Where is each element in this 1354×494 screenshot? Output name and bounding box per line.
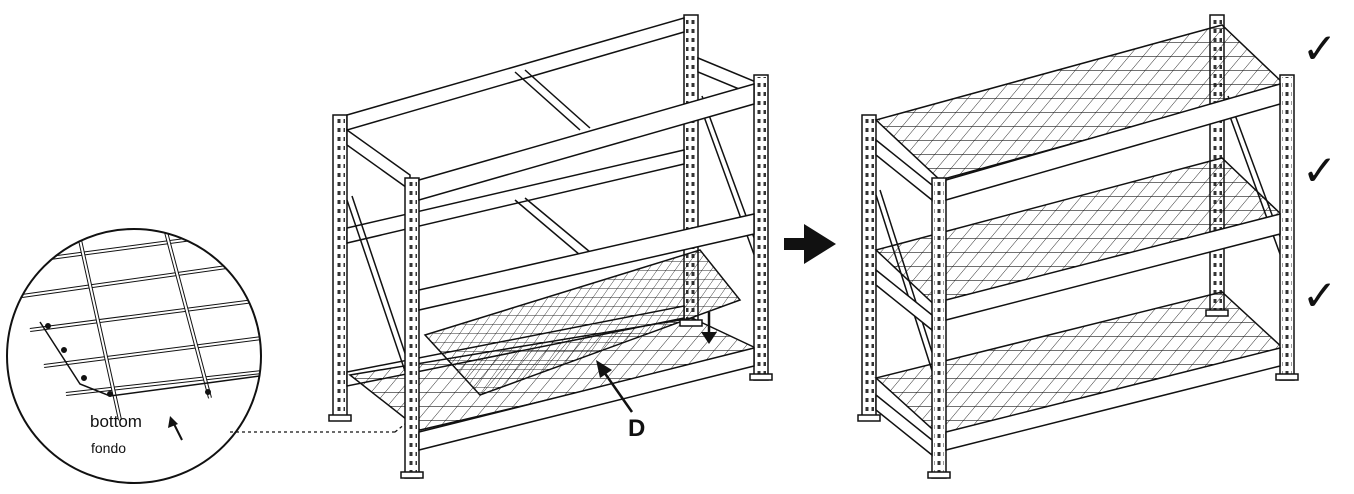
arrow-right-icon <box>784 224 836 264</box>
label-part-d: D <box>628 415 646 442</box>
check-mark-icon: ✓ <box>1302 24 1338 73</box>
pointer-arrow-icon <box>168 416 183 441</box>
check-mark-icon: ✓ <box>1302 146 1338 195</box>
rack-right <box>857 14 1299 479</box>
label-bottom: bottom <box>90 412 142 431</box>
down-arrow-icon <box>701 312 717 344</box>
label-fondo: fondo <box>91 440 127 456</box>
rack-left <box>328 14 773 479</box>
detail-magnifier <box>6 228 262 484</box>
part-d-pointer-icon <box>596 360 634 413</box>
check-mark-icon: ✓ <box>1302 271 1338 320</box>
detail-leader-line <box>230 419 411 433</box>
